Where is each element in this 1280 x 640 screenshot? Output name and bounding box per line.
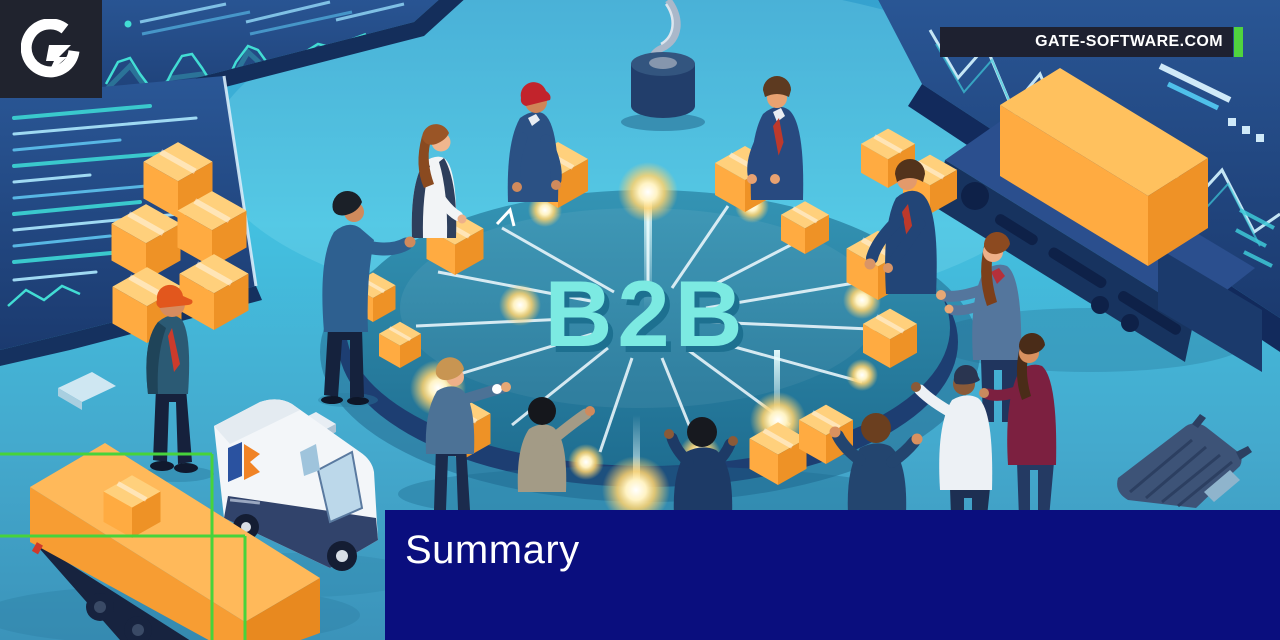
site-url-label: GATE-SOFTWARE.COM xyxy=(1035,33,1223,50)
person-woman-vest xyxy=(411,124,467,238)
person-woman-maroon xyxy=(979,332,1057,518)
person-coat-pointing xyxy=(517,397,595,492)
cargo-box-large xyxy=(1000,68,1208,266)
site-badge: GATE-SOFTWARE.COM xyxy=(940,27,1233,57)
person-suit-right xyxy=(864,159,937,294)
b2b-label: B2B xyxy=(544,261,747,366)
van-logo xyxy=(228,442,261,505)
person-woman-blazer xyxy=(936,231,1022,422)
gate-logo xyxy=(0,0,102,98)
b2b-label-shadow: B2B xyxy=(549,267,752,372)
gate-logo-icon xyxy=(21,19,80,78)
summary-title-bar: Summary xyxy=(385,510,1280,640)
pedestal xyxy=(1158,248,1262,372)
person-suit-top-right xyxy=(747,76,804,200)
delivery-van xyxy=(180,399,420,597)
person-left-standing xyxy=(318,190,416,407)
person-blonde-pointing xyxy=(425,357,511,510)
person-worker-orange-cap xyxy=(142,284,214,482)
arrow-icon xyxy=(495,206,516,227)
flatbed-truck xyxy=(0,443,360,640)
badge-accent-bar xyxy=(1234,27,1243,57)
person-suit-bottom-right xyxy=(829,413,923,514)
page-title: Summary xyxy=(405,528,580,572)
crane-hook xyxy=(621,0,705,131)
person-dark-hair-center xyxy=(664,417,738,516)
person-red-cap xyxy=(507,82,562,202)
